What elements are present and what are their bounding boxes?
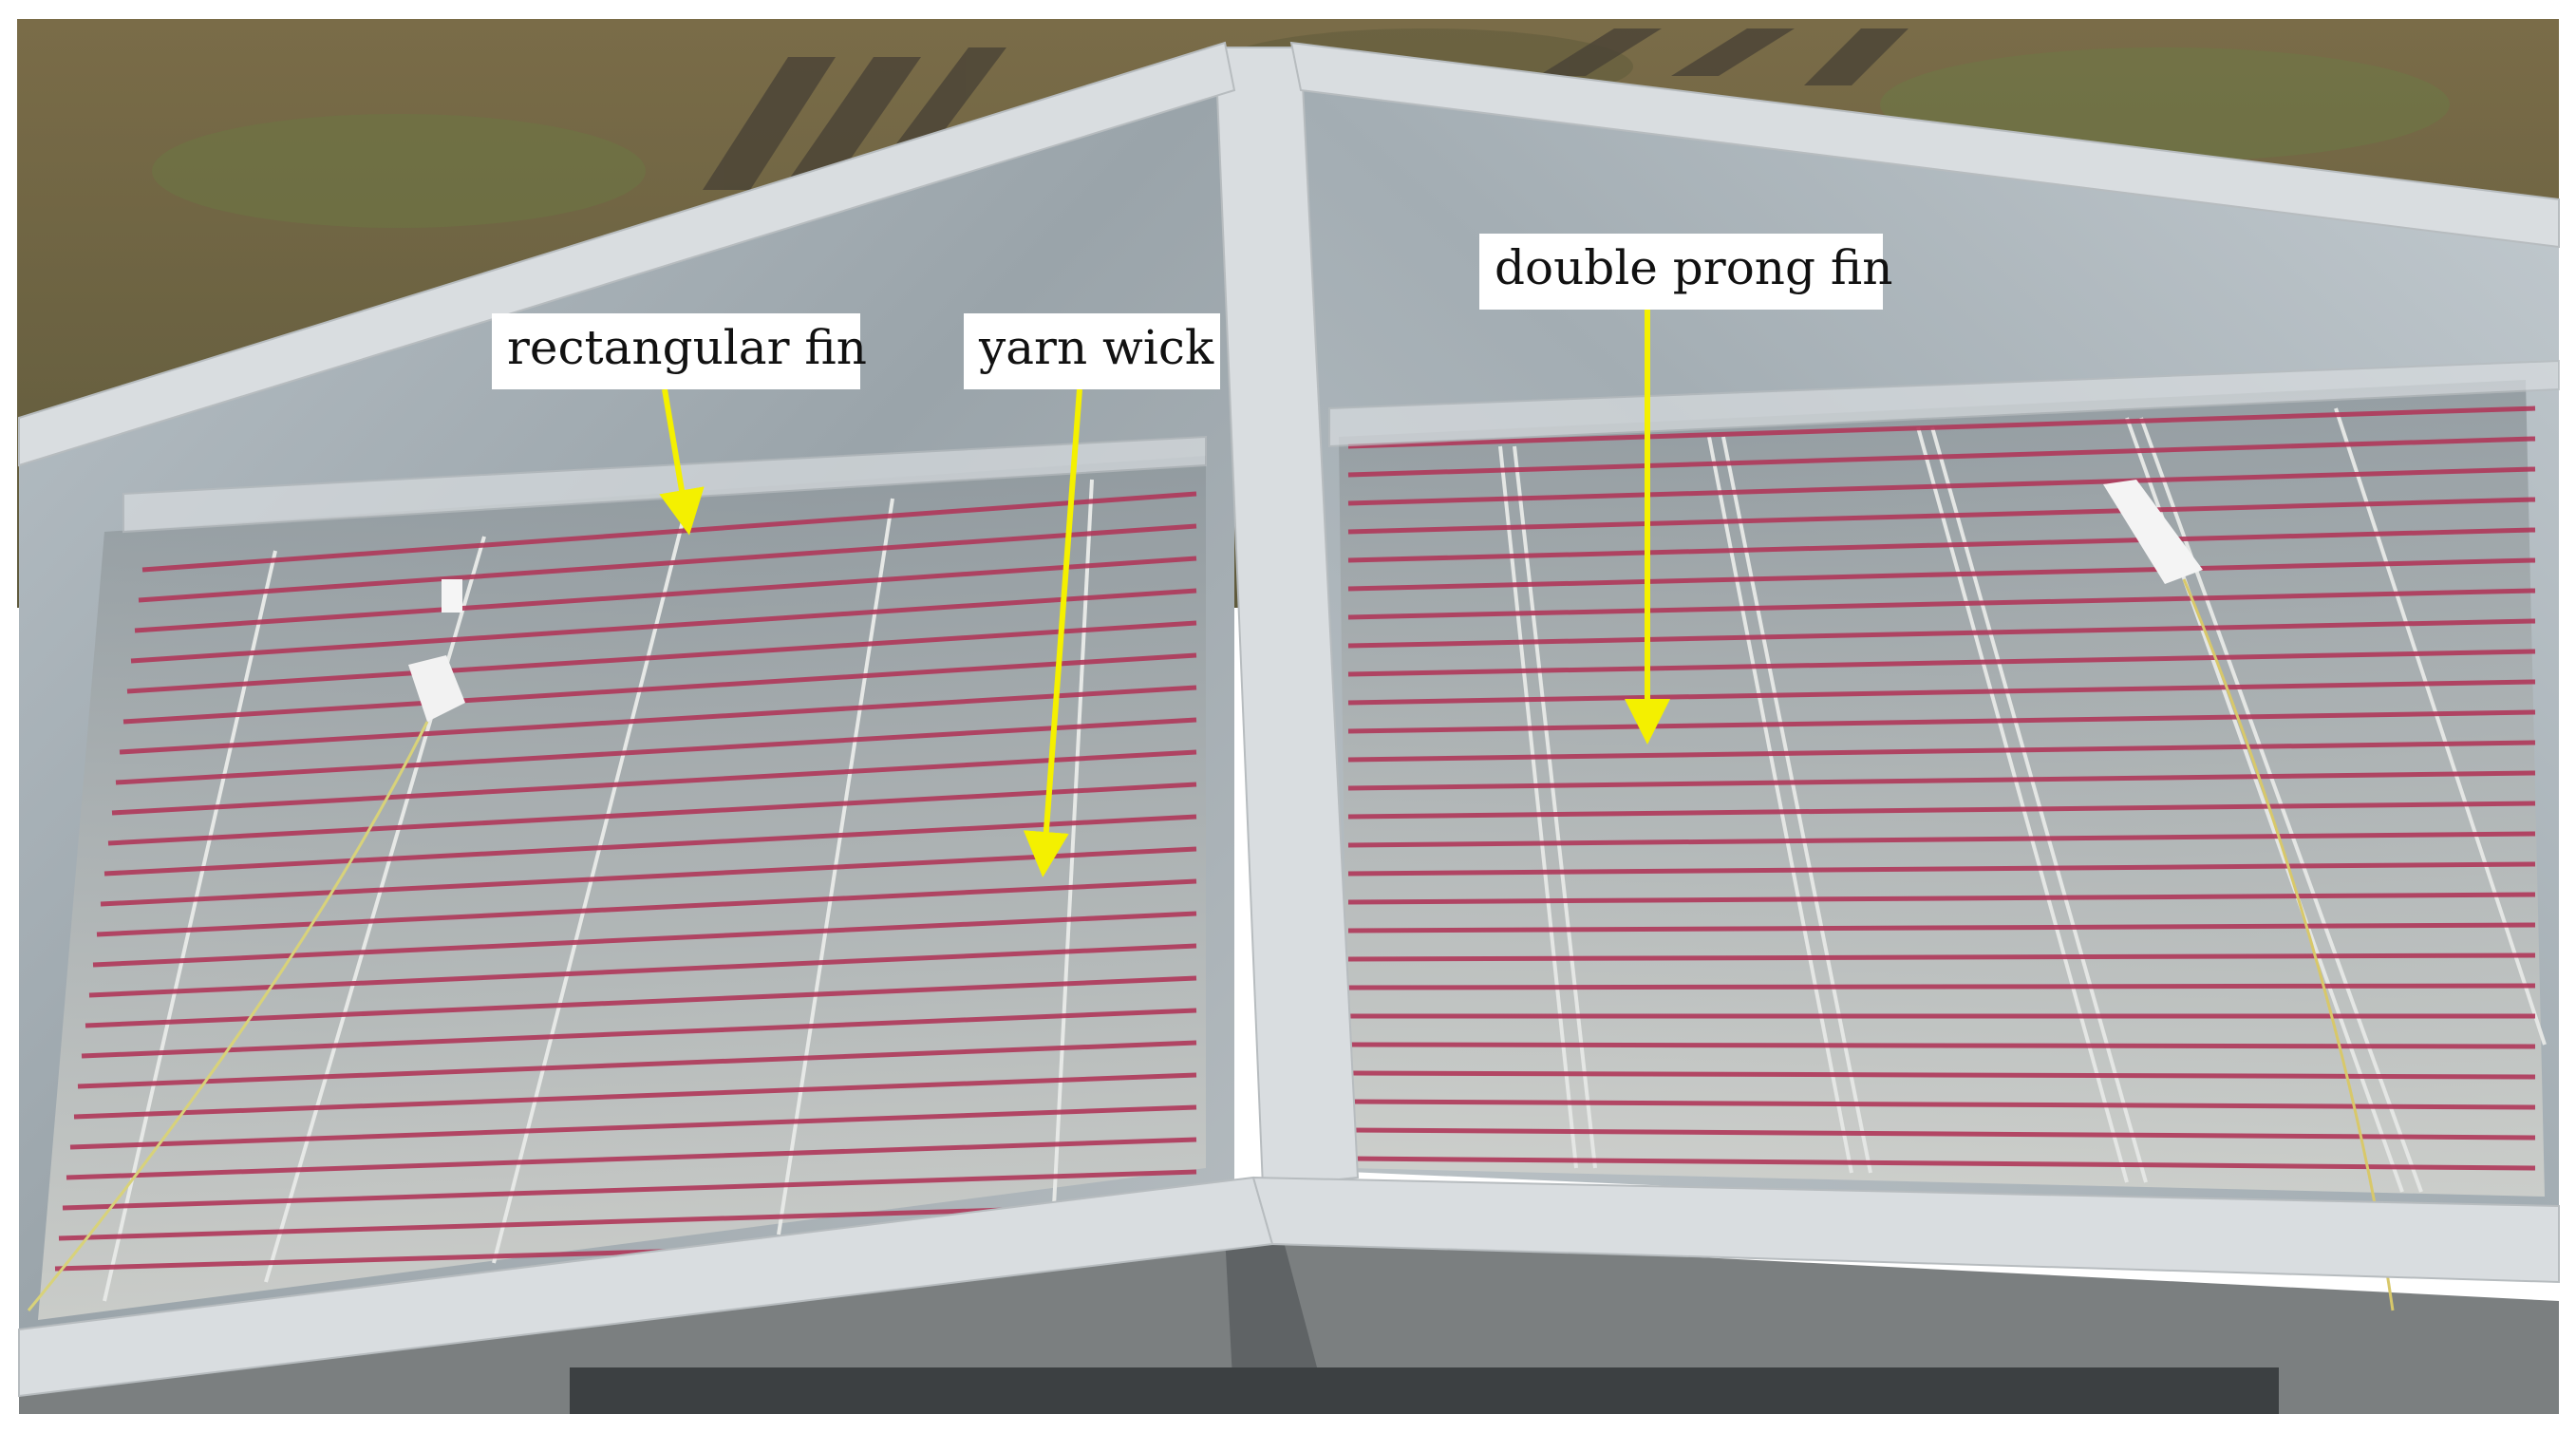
yarn-strand — [1347, 1156, 2536, 1171]
yarn-strand — [1347, 892, 2536, 905]
yarn-strand — [1347, 618, 2536, 649]
yarn-strand — [1347, 649, 2536, 677]
yarn-strand — [1347, 952, 2536, 962]
label-yarn-wick: yarn wick — [964, 313, 1220, 389]
yarn-strand — [96, 878, 1197, 937]
yarn-strand — [122, 652, 1197, 725]
yarn-strand — [66, 1137, 1197, 1180]
yarn-strand — [1347, 436, 2536, 478]
label-rectangular-fin: rectangular fin — [492, 313, 867, 389]
arrow-rectangular-fin — [659, 388, 705, 536]
right-glass-cover — [1263, 57, 2559, 1225]
yarn-strand — [134, 556, 1197, 633]
yarn-strand — [100, 846, 1197, 907]
yarn-strand — [1347, 1070, 2536, 1080]
yarn-strand — [73, 1072, 1197, 1120]
yarn-strand — [115, 717, 1197, 785]
yarn-strand — [1347, 709, 2536, 734]
yarn-strand — [1347, 588, 2536, 620]
yarn-strand — [85, 975, 1197, 1028]
yarn-strand — [111, 749, 1197, 816]
yarn-strand — [1347, 679, 2536, 706]
yarn-strand — [130, 588, 1197, 664]
yarn-strand — [1347, 831, 2536, 848]
thermocouple-sensors — [27, 480, 2395, 1311]
yarn-strand — [1347, 405, 2536, 449]
yarn-strand — [1347, 740, 2536, 763]
callout-arrows — [659, 310, 1670, 877]
yarn-strand — [1347, 770, 2536, 791]
yarn-strand — [126, 620, 1197, 694]
wooden-slats — [703, 28, 1908, 190]
yarn-strand — [1347, 466, 2536, 506]
yarn-strand — [1347, 497, 2536, 535]
yarn-strand — [1347, 527, 2536, 563]
aluminum-frame — [18, 41, 2560, 1398]
yarn-strand — [119, 685, 1197, 755]
yarn-strand — [1347, 1127, 2536, 1141]
yarn-wicks-left — [54, 491, 1197, 1272]
yarn-strand — [1347, 922, 2536, 933]
yarn-strand — [81, 1008, 1197, 1059]
arrow-yarn-wick — [1023, 388, 1082, 877]
yarn-strand — [1347, 801, 2536, 820]
yarn-strand — [92, 911, 1197, 968]
yarn-strand — [62, 1169, 1197, 1211]
yarn-wicks-right — [1347, 405, 2536, 1171]
yarn-strand — [138, 523, 1197, 603]
yarn-strand — [88, 943, 1197, 998]
yarn-strand — [1347, 1099, 2536, 1110]
yarn-strand — [1347, 983, 2536, 990]
yarn-strand — [1347, 1042, 2536, 1049]
yarn-strand — [1347, 861, 2536, 877]
yarn-strand — [107, 782, 1197, 846]
yarn-strand — [69, 1104, 1197, 1150]
label-double-prong-fin: double prong fin — [1479, 234, 1892, 310]
yarn-strand — [103, 814, 1197, 877]
yarn-strand — [1347, 557, 2536, 592]
yarn-strand — [77, 1040, 1197, 1089]
